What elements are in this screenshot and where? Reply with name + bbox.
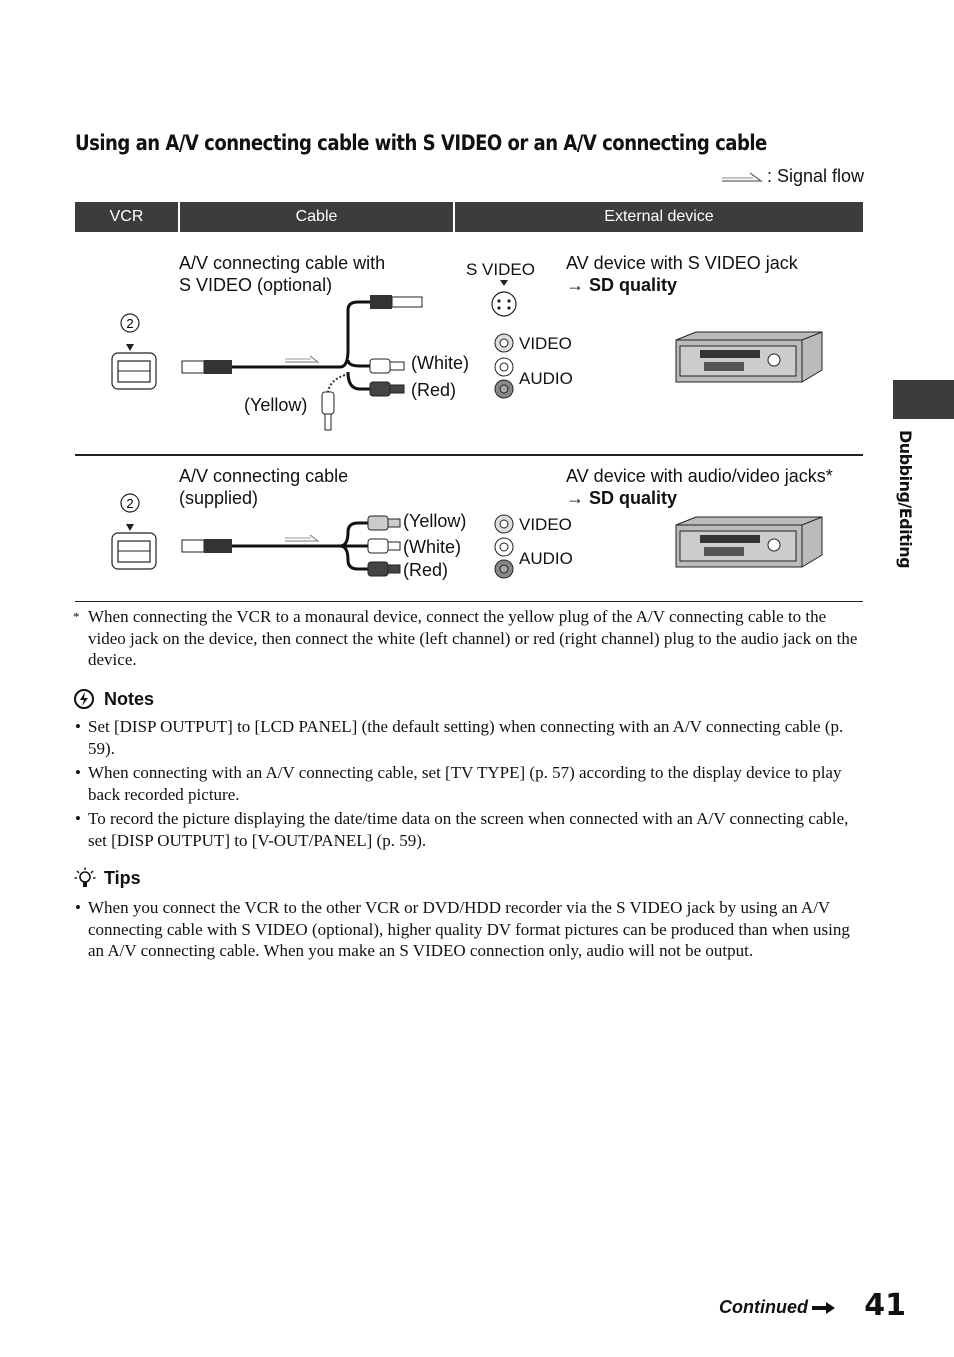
jack-svideo-label: S VIDEO	[466, 260, 535, 279]
plug-red-label: (Red)	[403, 560, 449, 580]
vcr-device-icon	[675, 516, 823, 568]
row-divider	[75, 454, 863, 456]
signal-flow-icon	[721, 171, 763, 182]
list-item: •To record the picture displaying the da…	[75, 809, 849, 850]
section-tab	[893, 380, 954, 419]
notes-list: •Set [DISP OUTPUT] to [LCD PANEL] (the d…	[75, 716, 863, 851]
device-label: AV device with S VIDEO jack → SD quality	[566, 253, 798, 295]
svideo-cable-diagram	[181, 295, 423, 431]
footnote-mark: *	[73, 609, 80, 624]
jack-video-label: VIDEO	[519, 334, 572, 353]
quality-label: SD quality	[589, 275, 678, 295]
quality-label: SD quality	[589, 488, 678, 508]
header-cable: Cable	[180, 202, 453, 232]
cable-label: A/V connecting cable with S VIDEO (optio…	[179, 253, 386, 295]
tips-heading: Tips	[74, 867, 141, 889]
continued-label: Continued	[719, 1297, 836, 1318]
arrow-icon: →	[566, 488, 584, 508]
plug-red-label: (Red)	[411, 380, 457, 400]
header-external-device: External device	[455, 202, 863, 232]
list-item: •When connecting with an A/V connecting …	[75, 763, 842, 804]
step-number: 2	[126, 496, 133, 511]
footnote: * When connecting the VCR to a monaural …	[73, 606, 863, 671]
plug-white-label: (White)	[403, 537, 461, 557]
plug-white-label: (White)	[411, 353, 469, 373]
lightbulb-icon	[74, 867, 96, 887]
notes-heading: Notes	[74, 688, 154, 710]
footnote-text: When connecting the VCR to a monaural de…	[88, 607, 858, 669]
jack-video-label: VIDEO	[519, 515, 572, 534]
signal-flow-legend: : Signal flow	[721, 166, 864, 187]
tips-list: •When you connect the VCR to the other V…	[75, 897, 863, 962]
device-label: AV device with audio/video jacks* → SD q…	[566, 466, 833, 508]
step-number: 2	[126, 316, 133, 331]
jack-audio-label: AUDIO	[519, 549, 573, 568]
arrow-right-icon	[812, 1301, 835, 1314]
vcr-port-icon: 2	[111, 313, 157, 390]
section-label: Dubbing/Editing	[896, 430, 915, 569]
page-number: 41	[864, 1288, 906, 1323]
list-item: •When you connect the VCR to the other V…	[75, 898, 850, 960]
caution-icon	[74, 689, 94, 709]
jack-panel-icons	[491, 280, 517, 399]
header-vcr: VCR	[75, 202, 178, 232]
jack-audio-label: AUDIO	[519, 369, 573, 388]
signal-flow-label: : Signal flow	[766, 166, 864, 186]
cable-label: A/V connecting cable (supplied)	[179, 466, 349, 508]
plug-yellow-label: (Yellow)	[244, 395, 308, 415]
plug-yellow-label: (Yellow)	[403, 511, 467, 531]
arrow-icon: →	[566, 275, 584, 295]
list-item: •Set [DISP OUTPUT] to [LCD PANEL] (the d…	[75, 717, 844, 758]
vcr-port-icon: 2	[111, 493, 157, 570]
jack-panel-icons	[494, 514, 514, 579]
page-title: Using an A/V connecting cable with S VID…	[75, 131, 767, 155]
av-cable-diagram	[181, 515, 401, 577]
table-bottom-rule	[75, 601, 863, 602]
vcr-device-icon	[675, 331, 823, 383]
